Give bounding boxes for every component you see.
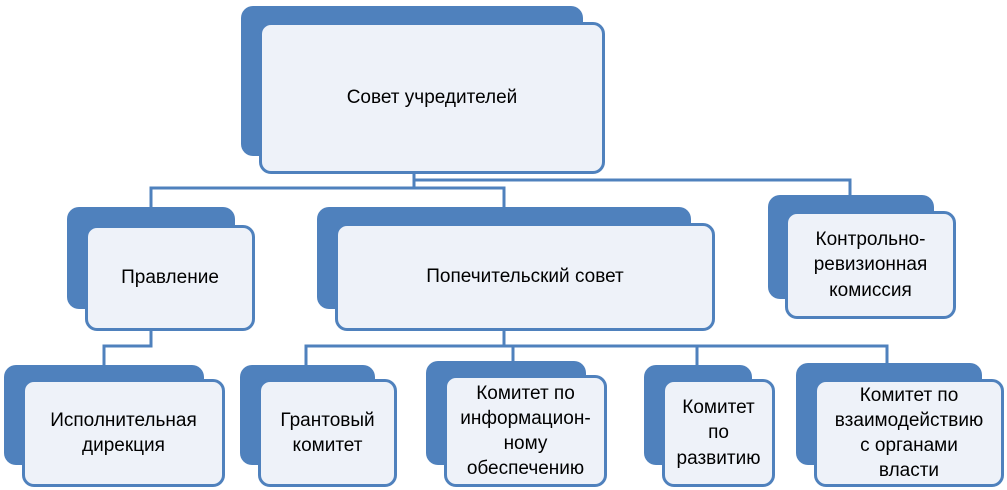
node-board: Правление: [67, 207, 255, 331]
node-development-committee-box: Комитет по развитию: [662, 379, 775, 487]
node-grant-committee-box: Грантовый комитет: [258, 379, 397, 487]
node-grant-committee: Грантовый комитет: [240, 365, 397, 487]
node-info-committee-label: Комитет по информацион- ному обеспечению: [460, 382, 591, 480]
node-info-committee: Комитет по информацион- ному обеспечению: [426, 361, 607, 487]
node-info-committee-box: Комитет по информацион- ному обеспечению: [444, 375, 607, 487]
node-founders-council: Совет учредителей: [241, 6, 605, 174]
node-authorities-committee-label: Комитет по взаимодействию с органами вла…: [834, 384, 984, 482]
node-trustees-council: Попечительский совет: [317, 207, 715, 331]
node-founders-council-box: Совет учредителей: [259, 22, 605, 174]
node-authorities-committee-box: Комитет по взаимодействию с органами вла…: [814, 379, 1004, 487]
node-audit-commission-box: Контрольно- ревизионная комиссия: [785, 211, 956, 319]
node-executive-directorate-box: Исполнительная дирекция: [22, 379, 225, 487]
node-executive-directorate-label: Исполнительная дирекция: [50, 409, 197, 456]
node-executive-directorate: Исполнительная дирекция: [4, 365, 225, 487]
node-development-committee-label: Комитет по развитию: [676, 397, 761, 469]
node-trustees-council-box: Попечительский совет: [335, 223, 715, 331]
node-audit-commission: Контрольно- ревизионная комиссия: [768, 195, 956, 319]
node-development-committee: Комитет по развитию: [644, 365, 775, 487]
node-founders-council-label: Совет учредителей: [346, 87, 518, 109]
node-grant-committee-label: Грантовый комитет: [280, 409, 375, 456]
node-audit-commission-label: Контрольно- ревизионная комиссия: [813, 229, 928, 301]
node-board-label: Правление: [121, 267, 219, 289]
node-authorities-committee: Комитет по взаимодействию с органами вла…: [796, 363, 1004, 487]
node-board-box: Правление: [85, 225, 255, 331]
node-trustees-council-label: Попечительский совет: [426, 266, 624, 288]
